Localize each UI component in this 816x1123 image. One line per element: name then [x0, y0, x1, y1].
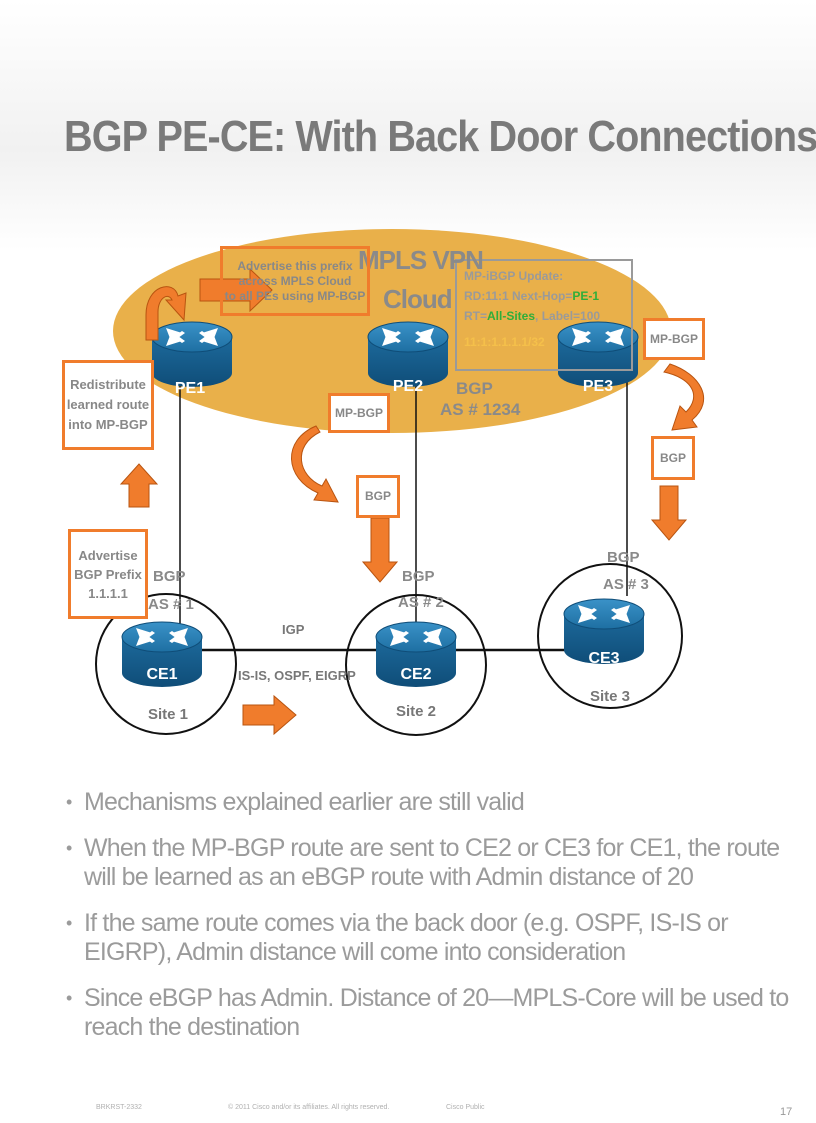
arrow-down-ce2	[361, 517, 399, 583]
site2-label: Site 2	[396, 703, 437, 720]
update-box-frame	[455, 259, 633, 371]
arrow-up-ce1	[119, 463, 159, 508]
site3-bgp-label: BGP	[607, 549, 640, 566]
callout-advertise-mpls: Advertise this prefix across MPLS Cloud …	[220, 246, 370, 316]
site1-label: Site 1	[148, 706, 189, 723]
site1-bgp-label: BGP	[153, 568, 186, 585]
mp-bgp-pe2-box: MP-BGP	[328, 393, 390, 433]
igp-protocols-label: IS-IS, OSPF, EIGRP	[238, 668, 356, 683]
bullet-list: •Mechanisms explained earlier are still …	[64, 788, 804, 1059]
mpls-vpn-label: MPLS VPN	[358, 245, 484, 275]
update-title: MP-iBGP Update:	[464, 269, 564, 283]
bgp-ce3-box: BGP	[651, 436, 695, 480]
bgp-as-1234-line1: BGP	[456, 379, 493, 398]
arrow-curve-pe3	[663, 363, 705, 431]
page-number: 17	[780, 1106, 793, 1118]
bullet-item: •If the same route comes via the back do…	[66, 909, 729, 966]
pe3-label: PE3	[582, 378, 614, 395]
cloud-label: Cloud	[383, 284, 453, 314]
bgp-ce2-box: BGP	[356, 475, 400, 518]
bullet-item: •Since eBGP has Admin. Distance of 20—MP…	[66, 984, 789, 1041]
bullet-item: •Mechanisms explained earlier are still …	[66, 788, 525, 816]
site2-bgp-label: BGP	[402, 568, 435, 585]
pe1-label: PE1	[174, 380, 206, 397]
ce1-label: CE1	[146, 666, 178, 683]
site3-circle	[537, 563, 683, 709]
arrow-curve-pe2	[291, 425, 339, 503]
igp-label: IGP	[282, 622, 305, 637]
arrow-right-advertise	[199, 267, 273, 313]
site1-as-label: AS # 1	[148, 596, 194, 613]
pe2-label: PE2	[392, 378, 424, 395]
callout-advertise-bgp-prefix: Advertise BGP Prefix 1.1.1.1	[68, 529, 148, 619]
update-rt-line: RT=All-Sites, Label=100	[464, 309, 601, 323]
footer-session: BRKRST-2332	[96, 1104, 142, 1111]
update-box: MP-iBGP Update: RD:11:1 Next-Hop=PE-1 RT…	[464, 266, 630, 352]
update-prefix-line: 11:1:1.1.1.1/32	[464, 335, 545, 349]
bullet-item: •When the MP-BGP route are sent to CE2 o…	[66, 834, 780, 891]
rt-value: All-Sites	[487, 309, 536, 323]
ce2-label: CE2	[400, 666, 432, 683]
next-hop-value: PE-1	[572, 289, 600, 303]
arrow-right-igp	[242, 694, 297, 736]
bgp-as-1234-line2: AS # 1234	[440, 400, 521, 419]
site3-as-label: AS # 3	[603, 576, 649, 593]
update-rd-line: RD:11:1 Next-Hop=PE-1	[464, 289, 600, 303]
site2-as-label: AS # 2	[398, 594, 444, 611]
footer-classification: Cisco Public	[446, 1104, 485, 1111]
slide-title: BGP PE-CE: With Back Door Connections	[64, 112, 816, 161]
router-pe1	[151, 321, 233, 388]
site3-label: Site 3	[590, 688, 631, 705]
ce3-label: CE3	[588, 650, 620, 667]
arrow-down-ce3	[650, 485, 688, 541]
footer-copyright: © 2011 Cisco and/or its affiliates. All …	[228, 1104, 390, 1111]
callout-redistribute: Redistribute learned route into MP-BGP	[62, 360, 154, 450]
arrow-loop-pe1	[145, 286, 187, 341]
slide-background	[0, 0, 816, 250]
site1-circle	[95, 593, 237, 735]
mp-bgp-pe3-box: MP-BGP	[643, 318, 705, 360]
